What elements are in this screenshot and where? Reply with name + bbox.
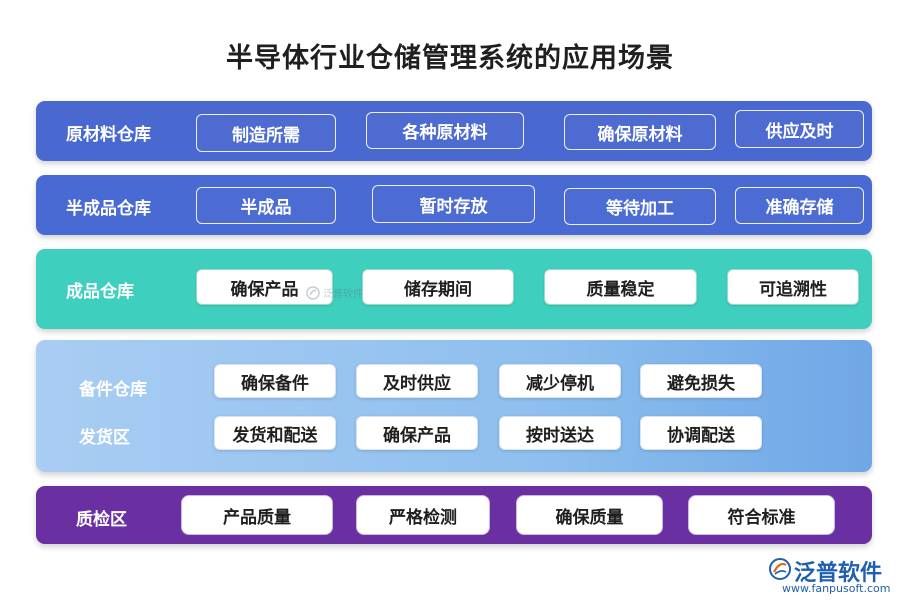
item-pill: 严格检测 <box>356 495 490 535</box>
band-label-shipping: 发货区 <box>79 428 130 448</box>
item-pill: 半成品 <box>196 187 336 224</box>
item-pill: 按时送达 <box>499 416 621 450</box>
band-spare-parts-and-shipping <box>36 340 872 472</box>
band-label: 质检区 <box>76 510 127 530</box>
band-label: 原材料仓库 <box>66 125 151 145</box>
item-pill: 发货和配送 <box>214 416 336 450</box>
band-label: 成品仓库 <box>66 282 134 302</box>
item-pill: 制造所需 <box>196 114 336 152</box>
page-title: 半导体行业仓储管理系统的应用场景 <box>226 43 674 74</box>
brand-logo-icon <box>769 558 791 580</box>
watermark-logo-icon <box>306 285 320 300</box>
item-pill: 减少停机 <box>499 364 621 398</box>
brand-logo-name: 泛普软件 <box>794 561 883 586</box>
item-pill: 可追溯性 <box>727 269 859 305</box>
item-pill: 确保质量 <box>516 495 663 535</box>
watermark-text: 泛普软件 <box>323 289 363 300</box>
item-pill: 避免损失 <box>640 364 762 398</box>
item-pill: 确保备件 <box>214 364 336 398</box>
item-pill: 及时供应 <box>356 364 478 398</box>
item-pill: 确保原材料 <box>564 114 716 150</box>
item-pill: 协调配送 <box>640 416 762 450</box>
item-pill: 储存期间 <box>362 269 514 305</box>
item-pill: 等待加工 <box>564 188 716 225</box>
item-pill: 暂时存放 <box>372 185 535 223</box>
item-pill: 各种原材料 <box>366 112 524 149</box>
band-label-spare-parts: 备件仓库 <box>79 380 147 400</box>
item-pill: 确保产品 <box>356 416 478 450</box>
item-pill: 产品质量 <box>181 495 333 535</box>
item-pill: 符合标准 <box>688 495 835 535</box>
item-pill: 供应及时 <box>735 110 864 148</box>
item-pill: 准确存储 <box>735 187 864 224</box>
item-pill: 质量稳定 <box>544 269 697 305</box>
item-pill: 确保产品 <box>196 269 333 305</box>
brand-logo-url: www.fanpusoft.com <box>782 582 891 595</box>
band-raw-material-warehouse <box>36 101 872 161</box>
band-label: 半成品仓库 <box>66 199 151 219</box>
watermark: 泛普软件 <box>306 285 363 300</box>
brand-logo: 泛普软件 www.fanpusoft.com <box>768 555 894 597</box>
